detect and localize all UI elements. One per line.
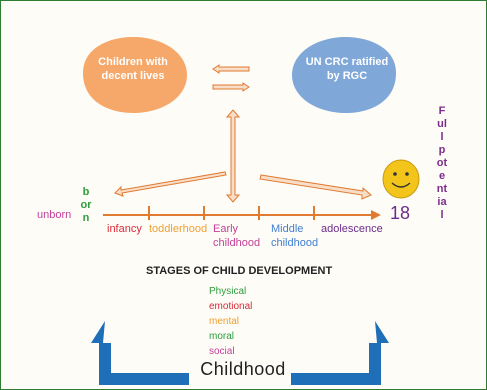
stage-toddlerhood: toddlerhood: [149, 223, 208, 235]
diagonal-arrow-right: [259, 174, 372, 200]
aspect-emotional: emotional: [209, 301, 253, 312]
age-eighteen: 18: [390, 203, 411, 223]
stage-early-line1: Early: [213, 223, 239, 235]
stages-heading: STAGES OF CHILD DEVELOPMENT: [146, 265, 333, 277]
timeline-arrowhead: [371, 210, 381, 220]
aspect-social: social: [209, 346, 235, 357]
diagonal-arrow-left: [114, 171, 227, 197]
aspect-moral: moral: [209, 331, 235, 342]
stage-adolescence: adolescence: [321, 223, 383, 235]
left-arrow: [212, 64, 250, 74]
vertical-double-arrow: [226, 109, 240, 203]
left-teardrop-bubble: [83, 37, 187, 113]
stage-unborn: unborn: [37, 209, 72, 221]
right-teardrop-bubble: [292, 37, 396, 113]
left-bubble-text: Children with decent lives: [98, 56, 168, 82]
smiley-icon: [382, 159, 420, 199]
right-bubble-text: UN CRC ratified by RGC: [305, 56, 389, 82]
stage-early-line2: childhood: [213, 237, 261, 249]
big-blue-arrow-left: [91, 321, 189, 385]
exchange-arrows: [212, 64, 250, 92]
stage-middle-line1: Middle: [271, 223, 304, 235]
born-text: born: [80, 186, 92, 224]
big-blue-arrow-right: [291, 321, 389, 385]
full-potential-text: Full potential: [436, 105, 448, 221]
stage-middle-line2: childhood: [271, 237, 319, 249]
aspect-mental: mental: [209, 316, 240, 327]
right-arrow: [212, 82, 250, 92]
aspect-physical: Physical: [209, 286, 247, 297]
timeline: [103, 206, 381, 220]
childhood-label: Childhood: [200, 359, 286, 379]
full-label-vertical: Full potential: [436, 105, 448, 222]
stage-infancy: infancy: [107, 223, 142, 235]
born-label: born: [80, 186, 92, 225]
